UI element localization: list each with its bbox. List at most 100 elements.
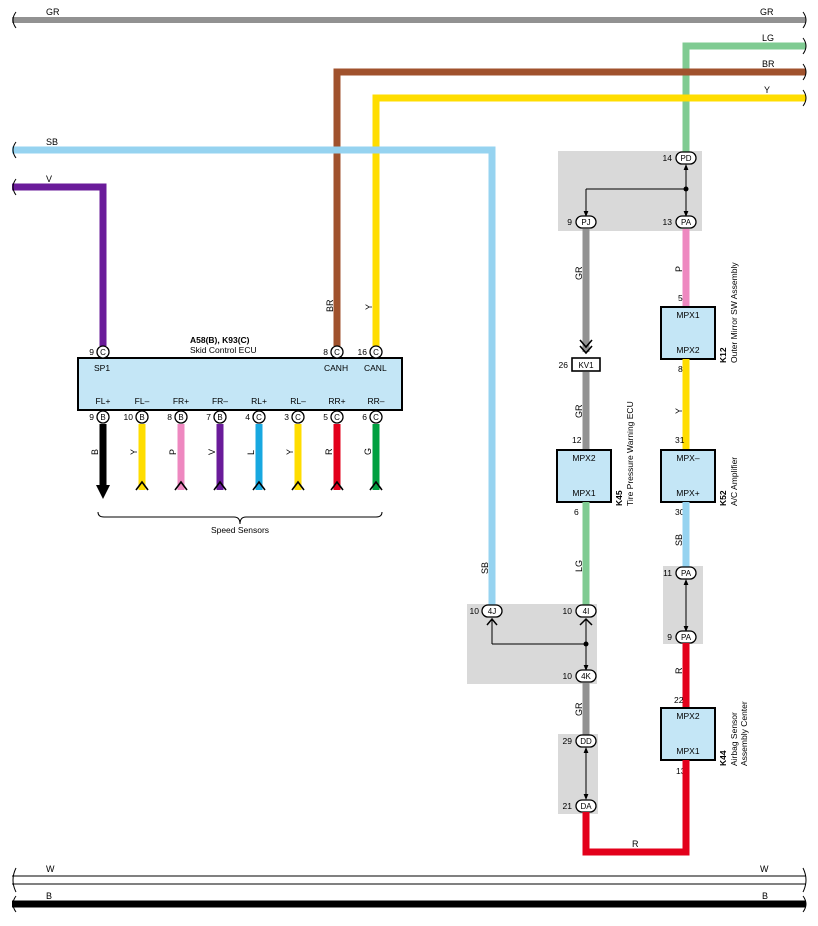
ecu-bottom-pin-conn: C [256, 413, 262, 422]
pa-top-conn: PA [681, 569, 692, 578]
ecu-top-pin-conn: C [334, 348, 340, 357]
ecu-bottom-pin-conn: B [100, 413, 105, 422]
k45-label-bottom: MPX1 [572, 488, 595, 498]
ecu-top-pin-conn: C [373, 348, 379, 357]
k44-label-bottom: MPX1 [676, 746, 699, 756]
j4i-num: 10 [563, 606, 573, 616]
gr-wire-label-3: GR [574, 702, 584, 716]
sensor-pin-5: RL+C4L [245, 396, 267, 491]
ecu-bottom-pin-label: RL+ [251, 396, 267, 406]
sensor-pin-2: FL– B 10Y [124, 396, 150, 491]
junction-mid-connectors: 4J 10 4I 10 4K 10 [470, 604, 597, 683]
sb-wire-label: SB [46, 137, 58, 147]
pd-num: 14 [663, 153, 673, 163]
lg-wire-label-2: LG [574, 560, 584, 572]
k52-id: K52 [718, 490, 728, 506]
k52-pin-top: 31 [675, 435, 685, 445]
k12-label-bottom: MPX2 [676, 345, 699, 355]
y-wire-label-2: Y [674, 408, 684, 414]
k45-pin-top: 12 [572, 435, 582, 445]
sensor-wire-label: B [90, 449, 100, 455]
ecu-bottom-pin-num: 6 [362, 412, 367, 422]
sensor-arrow-up [369, 480, 383, 491]
pd-conn: PD [680, 154, 691, 163]
pj-num: 9 [567, 217, 572, 227]
sensor-pin-6: RL–C3Y [284, 396, 306, 491]
pj-conn: PJ [581, 218, 590, 227]
y-wire-label: Y [764, 85, 770, 95]
da-conn: DA [580, 802, 592, 811]
ecu-bottom-pin-conn: C [295, 413, 301, 422]
v-wire-label: V [46, 174, 52, 184]
lg-wire-label: LG [762, 33, 774, 43]
w-bus-label-right: W [760, 864, 769, 874]
ecu-top-pin-num: 16 [358, 347, 368, 357]
r-wire-label-bottom: R [632, 839, 639, 849]
dd-num: 29 [563, 736, 573, 746]
k44-name-line2: Assembly Center [739, 701, 749, 766]
k52-label-bottom: MPX+ [676, 488, 699, 498]
ecu-bottom-pin-conn: C [373, 413, 379, 422]
k45-pin-bottom: 6 [574, 507, 579, 517]
junction-pa-connectors: PA 11 PA 9 [663, 566, 697, 644]
pa-bottom-num: 9 [667, 632, 672, 642]
k44-name-line1: Airbag Sensor [729, 712, 739, 766]
ecu-bottom-pin-conn: B [139, 413, 144, 422]
sensor-pin-8: RR–C6G [362, 396, 385, 491]
k44-pin-top: 22 [674, 695, 684, 705]
sb-wire-label-vertical: SB [480, 562, 490, 574]
ecu-bottom-pin-label: FR– [212, 396, 228, 406]
ecu-top-pin-label: CANH [324, 363, 348, 373]
sensor-arrow-down [96, 485, 110, 499]
br-wire-label: BR [762, 59, 775, 69]
k12-k52-column: P 5 MPX1 MPX2 8 K12 Outer Mirror SW Asse… [660, 229, 739, 567]
ecu-bottom-pin-conn: B [178, 413, 183, 422]
y-wire: Y Y [364, 85, 807, 346]
gr-bus-label-right: GR [760, 7, 774, 17]
ecu-bottom-pin-label: RL– [290, 396, 306, 406]
gr-bus-label-left: GR [46, 7, 60, 17]
k45-label-top: MPX2 [572, 453, 595, 463]
dd-conn: DD [580, 737, 592, 746]
speed-sensors-label: Speed Sensors [211, 525, 269, 535]
dd-column: GR DD 29 DA 21 [563, 683, 597, 813]
ecu-title: A58(B), K93(C) [190, 335, 250, 345]
v-wire: V [12, 174, 107, 346]
ecu-bottom-pin-num: 10 [124, 412, 134, 422]
ecu-bottom-pin-label: FL+ [96, 396, 111, 406]
sensor-wire-label: Y [129, 449, 139, 455]
w-bus: W W [12, 864, 807, 893]
kv1-conn: KV1 [578, 361, 594, 370]
k45-id: K45 [614, 490, 624, 506]
b-bus-label-right: B [762, 891, 768, 901]
br-wire: BR BR [325, 59, 807, 346]
ecu-bottom-pin-num: 5 [323, 412, 328, 422]
sensor-wire-label: V [207, 449, 217, 455]
ecu-subtitle: Skid Control ECU [190, 345, 257, 355]
sensor-pin-1: FL+B9B [89, 396, 110, 499]
lg-wire: LG [682, 33, 807, 152]
pa-bottom-conn: PA [681, 633, 692, 642]
k52-pin-bottom: 30 [675, 507, 685, 517]
b-bus-label-left: B [46, 891, 52, 901]
ecu-bottom-pin-num: 3 [284, 412, 289, 422]
ecu-bottom-pin-num: 8 [167, 412, 172, 422]
pa-num: 13 [663, 217, 673, 227]
gr-bus: GR GR [12, 7, 807, 29]
k44-pin-bottom: 13 [676, 766, 686, 776]
ecu-bottom-pin-label: FL– [135, 396, 150, 406]
ecu-bottom-pin-label: RR– [367, 396, 384, 406]
sensor-wire-label: R [324, 448, 334, 455]
k44-label-top: MPX2 [676, 711, 699, 721]
sensor-wire-label: L [246, 450, 256, 455]
gr-wire-label-1: GR [574, 266, 584, 280]
skid-control-ecu: A58(B), K93(C) Skid Control ECU C 9 SP1 … [77, 335, 403, 535]
ecu-bottom-pin-conn: C [334, 413, 340, 422]
pa-conn: PA [681, 218, 692, 227]
sensor-pin-4: FR–B7V [206, 396, 228, 491]
sensor-arrow-up [213, 480, 227, 491]
sensor-arrow-up [252, 480, 266, 491]
ecu-bottom-pin-num: 9 [89, 412, 94, 422]
k12-name: Outer Mirror SW Assembly [729, 262, 739, 363]
